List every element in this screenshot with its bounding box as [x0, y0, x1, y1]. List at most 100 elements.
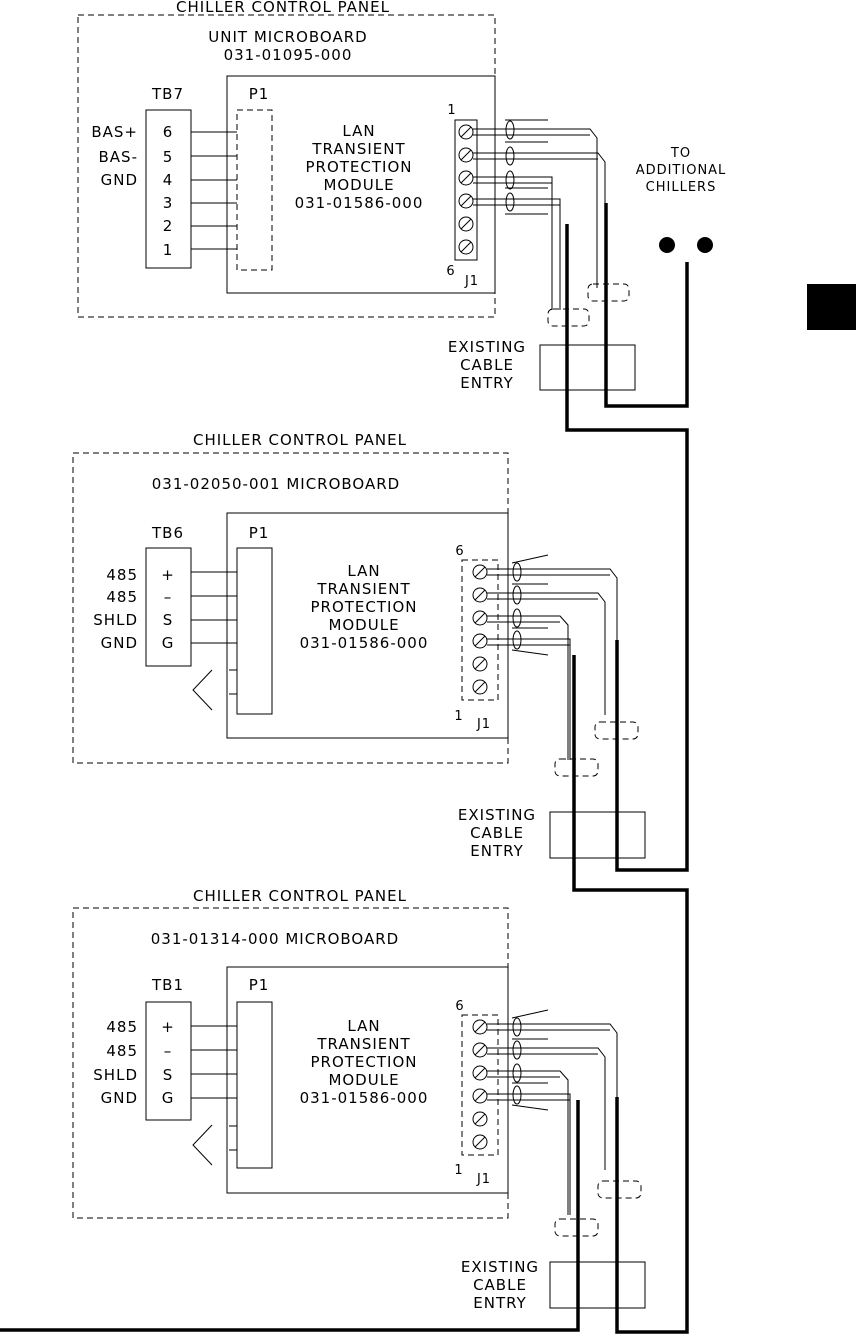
terminal-number: 3	[163, 194, 174, 212]
module-text: LAN	[342, 122, 375, 140]
panel-3-j1-screws	[472, 1019, 488, 1150]
panel-1-terminal-block	[145, 109, 192, 269]
panel-3-lan-wiring	[487, 1009, 618, 1215]
module-text: MODULE	[328, 1071, 399, 1089]
cable-entry-text: CABLE	[460, 356, 514, 374]
panel-3-title: CHILLER CONTROL PANEL	[193, 887, 407, 905]
panel-1-lan-wiring	[473, 119, 606, 310]
additional-chillers-text: ADDITIONAL	[636, 163, 727, 178]
module-text: PROTECTION	[310, 598, 417, 616]
terminal-label: BAS+	[91, 123, 138, 141]
panel-3-jack-label: J1	[476, 1172, 491, 1187]
module-text: PROTECTION	[310, 1053, 417, 1071]
panel-3-terminal-block-label: TB1	[151, 976, 184, 994]
terminal-number: 6	[163, 123, 174, 141]
panel-2-terminal-block	[145, 547, 192, 667]
panel-3-microboard-name: 031-01314-000 MICROBOARD	[151, 930, 399, 948]
terminal-label: GND	[101, 634, 138, 652]
panel-2-j1-screws	[472, 564, 488, 695]
panel-2-microboard-name: 031-02050-001 MICROBOARD	[152, 475, 400, 493]
panel-2-j1-strip	[461, 559, 499, 701]
terminal-label: 485	[106, 566, 138, 584]
additional-chillers-terminal	[697, 237, 713, 253]
panel-1-connector-label: P1	[249, 85, 270, 103]
panel-2-pin-bottom: 1	[454, 709, 463, 724]
panel-2-connector	[236, 547, 273, 715]
cable-entry-3	[549, 1261, 646, 1309]
module-text: LAN	[347, 562, 380, 580]
cable-entry-text: EXISTING	[458, 806, 536, 824]
panel-1-terminal-block-label: TB7	[151, 85, 184, 103]
panel-3-connector-label: P1	[249, 976, 270, 994]
panel-1-microboard-name: UNIT MICROBOARD	[208, 28, 367, 46]
terminal-number: 2	[163, 217, 174, 235]
cable-entry-text: EXISTING	[448, 338, 526, 356]
panel-3-j1-strip	[461, 1014, 499, 1156]
terminal-label: GND	[101, 171, 138, 189]
terminal-label: 485	[106, 1042, 138, 1060]
cable-entry-text: ENTRY	[460, 374, 514, 392]
panel-1-shield-clamp-b	[587, 283, 630, 302]
terminal-number: +	[161, 1018, 175, 1036]
module-text: TRANSIENT	[311, 140, 405, 158]
panel-3-pin-bottom: 1	[454, 1163, 463, 1178]
terminal-number: –	[164, 588, 173, 606]
section-tab-marker	[807, 284, 856, 330]
panel-2-title: CHILLER CONTROL PANEL	[193, 431, 407, 449]
terminal-label: SHLD	[93, 1066, 138, 1084]
panel-3: CHILLER CONTROL PANEL 031-01314-000 MICR…	[72, 887, 642, 1237]
terminal-number: +	[161, 566, 175, 584]
additional-chillers-text: TO	[670, 146, 691, 161]
cable-entry-1	[539, 344, 636, 391]
module-text: 031-01586-000	[300, 634, 429, 652]
cable-entry-text: EXISTING	[461, 1258, 539, 1276]
cable-entry-2	[549, 811, 646, 859]
panel-3-protection-module	[226, 966, 509, 1194]
cable-entry-text: ENTRY	[470, 842, 524, 860]
module-text: 031-01586-000	[295, 194, 424, 212]
terminal-label: SHLD	[93, 611, 138, 629]
panel-2-lan-wiring	[487, 554, 618, 760]
panel-2-protection-module	[226, 512, 509, 739]
module-text: LAN	[347, 1017, 380, 1035]
panel-1-title: CHILLER CONTROL PANEL	[176, 0, 390, 16]
panel-1-j1-screws	[458, 124, 474, 255]
lan-daisy-chain-cable	[0, 203, 689, 1334]
panel-2-terminal-block-label: TB6	[151, 524, 184, 542]
additional-chillers-text: CHILLERS	[646, 180, 717, 195]
panel-2-terminal-wires	[191, 571, 237, 711]
panel-1: CHILLER CONTROL PANEL UNIT MICROBOARD 03…	[77, 0, 630, 327]
module-text: TRANSIENT	[316, 580, 410, 598]
cable-entry-text: CABLE	[473, 1276, 527, 1294]
panel-3-terminal-wires	[191, 1025, 237, 1166]
additional-chillers-terminal	[659, 237, 675, 253]
panel-1-pin-top: 1	[447, 103, 456, 118]
panel-1-j1-strip	[454, 119, 478, 261]
panel-3-outline	[72, 907, 509, 1219]
terminal-number: G	[162, 634, 175, 652]
panel-1-connector	[236, 109, 273, 271]
panel-1-pin-bottom: 6	[446, 264, 455, 279]
module-text: MODULE	[328, 616, 399, 634]
terminal-number: S	[163, 1066, 174, 1084]
panel-3-shield-clamp-b	[597, 1180, 642, 1199]
module-text: PROTECTION	[305, 158, 412, 176]
terminal-number: –	[164, 1042, 173, 1060]
panel-1-microboard-part: 031-01095-000	[224, 46, 353, 64]
cable-entry-text: ENTRY	[473, 1294, 527, 1312]
terminal-number: 4	[163, 171, 174, 189]
terminal-number: 5	[163, 148, 174, 166]
panel-2-pin-top: 6	[455, 544, 464, 559]
terminal-label: 485	[106, 1018, 138, 1036]
panel-3-pin-top: 6	[455, 999, 464, 1014]
cable-entry-text: CABLE	[470, 824, 524, 842]
module-text: 031-01586-000	[300, 1089, 429, 1107]
panel-2: CHILLER CONTROL PANEL 031-02050-001 MICR…	[72, 431, 639, 777]
panel-2-shield-clamp-a	[554, 758, 599, 777]
module-text: TRANSIENT	[316, 1035, 410, 1053]
terminal-label: GND	[101, 1089, 138, 1107]
terminal-number: S	[163, 611, 174, 629]
panel-3-connector	[236, 1001, 273, 1169]
panel-2-connector-label: P1	[249, 524, 270, 542]
